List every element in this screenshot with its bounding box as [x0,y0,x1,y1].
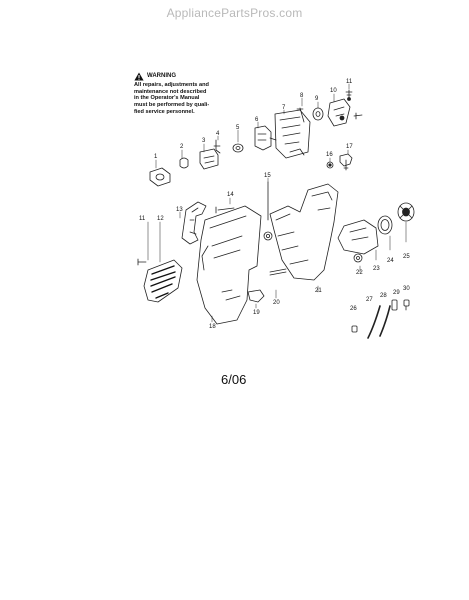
callout-number: 30 [403,286,410,292]
part-washer [232,143,244,153]
callout-number: 11 [139,216,146,222]
part-housing-plate [274,109,311,159]
callout-number: 18 [209,324,216,330]
callout-number: 11 [346,79,353,85]
warning-line: fied service personnel. [134,108,195,115]
callout-number: 5 [236,125,240,131]
part-nut [312,107,324,121]
callout-number: 1 [154,154,158,160]
part-fuel-filter [391,299,398,311]
part-impeller [337,219,379,255]
part-handle [181,201,207,245]
part-ring [377,215,393,235]
callout-number: 9 [315,96,319,102]
part-bearing [353,253,363,263]
page-label: 6/06 [221,372,247,387]
callout-number: 14 [227,192,234,198]
callout-number: 8 [300,93,304,99]
callout-number: 10 [330,88,337,94]
callout-number: 20 [273,300,280,306]
callout-number: 2 [180,144,184,150]
part-stud [263,181,273,241]
part-upper-housing [269,183,339,281]
watermark: AppliancePartsPros.com [166,6,303,20]
part-fuel-line [367,305,391,339]
callout-number: 4 [216,131,220,137]
leader-lines [147,83,407,323]
part-ignition-coil [254,125,277,151]
callout-number: 16 [326,152,333,158]
part-screw-top [345,89,353,101]
part-screw-long [215,206,235,214]
callout-number: 27 [366,297,373,303]
callout-number: 7 [282,105,286,111]
callout-number: 12 [157,216,164,222]
callout-number: 3 [202,138,206,144]
part-cap [179,157,189,169]
part-blower-tube [196,205,262,325]
callout-number: 17 [346,144,353,150]
callout-number: 26 [350,306,357,312]
part-nut-small [326,161,334,169]
callout-number: 28 [380,293,387,299]
warning-notice: WARNING All repairs, adjustments and mai… [134,72,254,116]
warning-triangle-icon [134,72,144,81]
callout-number: 15 [264,173,271,179]
part-grille-cover [143,259,183,303]
part-pin [269,268,287,276]
part-clip [213,139,221,154]
warning-line: in the Operator's Manual [134,95,200,102]
warning-line: must be performed by quali- [134,102,210,109]
callout-number: 23 [373,266,380,272]
callout-number: 25 [403,254,410,260]
part-grommet [149,167,171,187]
warning-line: All repairs, adjustments and [134,82,209,88]
callout-number: 29 [393,290,400,296]
part-switch [199,148,219,170]
warning-line: maintenance not described [134,88,207,95]
part-fuel-cap [403,299,410,311]
part-screw-left [137,258,147,266]
callout-number: 13 [176,207,183,213]
part-bracket [327,98,363,127]
part-latch [247,289,265,303]
part-fan [397,202,415,222]
callout-number: 22 [356,270,363,276]
callout-number: 19 [253,310,260,316]
part-clamp-bracket [339,153,353,171]
callout-number: 21 [315,288,322,294]
callout-number: 24 [387,258,394,264]
warning-title: WARNING [147,73,176,80]
callout-number: 6 [255,117,259,123]
part-grommet-small [351,325,358,333]
